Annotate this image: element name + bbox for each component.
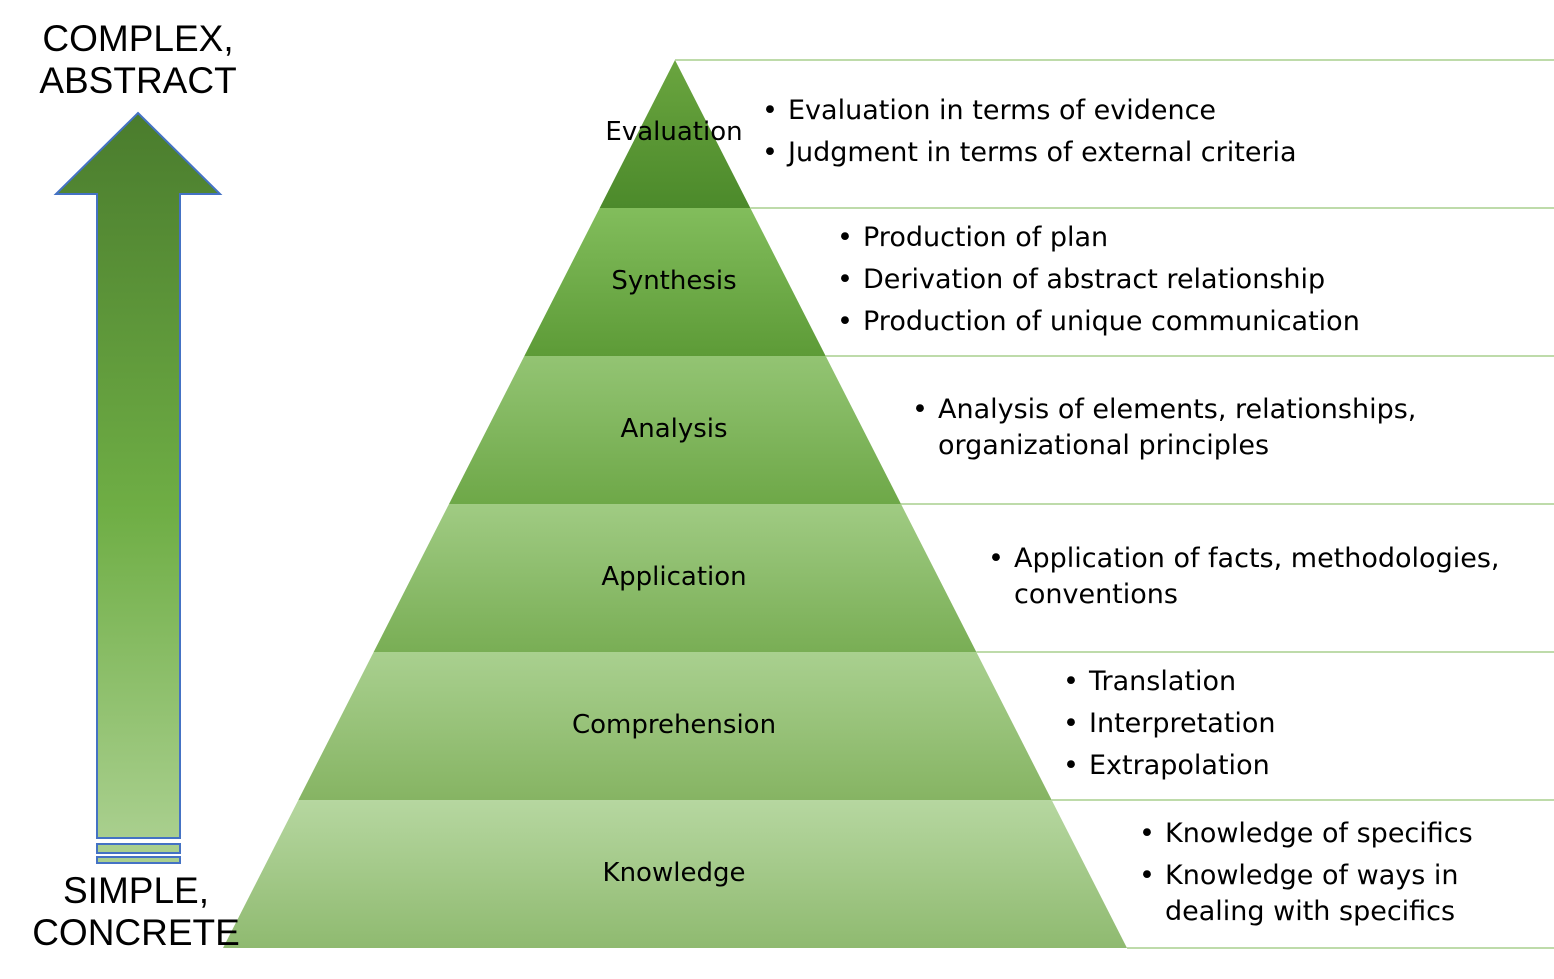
up-arrow-icon <box>53 111 223 839</box>
description-application: Application of facts, methodologies, con… <box>988 541 1528 613</box>
description-evaluation: Evaluation in terms of evidence Judgment… <box>762 90 1297 174</box>
level-label-evaluation: Evaluation <box>605 117 743 147</box>
pyramid-level-synthesis <box>524 208 826 356</box>
description-synthesis: Production of plan Derivation of abstrac… <box>837 217 1360 343</box>
pyramid <box>223 60 1127 948</box>
description-item: Application of facts, methodologies, con… <box>988 541 1528 613</box>
description-item: Knowledge of specifics <box>1139 816 1499 852</box>
pyramid-level-application <box>373 504 977 652</box>
arrow-tail-stripe <box>96 843 181 854</box>
description-knowledge: Knowledge of specifics Knowledge of ways… <box>1139 816 1499 930</box>
complex-abstract-label: COMPLEX, ABSTRACT <box>8 18 268 102</box>
bottom-label-line-2: CONCRETE <box>32 912 240 953</box>
level-separators <box>675 59 1554 949</box>
level-label-synthesis: Synthesis <box>611 266 737 296</box>
description-item: Derivation of abstract relationship <box>837 259 1360 301</box>
level-label-knowledge: Knowledge <box>602 858 746 888</box>
level-label-application: Application <box>601 562 747 592</box>
description-item: Knowledge of ways in dealing with specif… <box>1139 858 1499 930</box>
top-label-line-2: ABSTRACT <box>39 60 237 101</box>
pyramid-level-evaluation <box>599 60 751 208</box>
level-label-analysis: Analysis <box>620 414 728 444</box>
complexity-arrow <box>53 111 223 864</box>
description-item: Interpretation <box>1063 703 1275 745</box>
description-item: Judgment in terms of external criteria <box>762 132 1297 174</box>
pyramid-level-comprehension <box>298 652 1052 800</box>
description-item: Translation <box>1063 661 1275 703</box>
description-comprehension: Translation Interpretation Extrapolation <box>1063 661 1275 787</box>
pyramid-level-analysis <box>449 356 901 504</box>
description-item: Production of unique communication <box>837 301 1360 343</box>
bottom-label-line-1: SIMPLE, <box>63 870 209 911</box>
simple-concrete-label: SIMPLE, CONCRETE <box>6 870 266 954</box>
description-item: Production of plan <box>837 217 1360 259</box>
arrow-tail-stripe <box>96 856 181 864</box>
description-item: Analysis of elements, relationships, org… <box>912 392 1452 464</box>
description-item: Evaluation in terms of evidence <box>762 90 1297 132</box>
description-analysis: Analysis of elements, relationships, org… <box>912 392 1452 464</box>
description-item: Extrapolation <box>1063 745 1275 787</box>
level-label-comprehension: Comprehension <box>571 710 777 740</box>
pyramid-level-knowledge <box>223 800 1127 948</box>
top-label-line-1: COMPLEX, <box>42 18 234 59</box>
